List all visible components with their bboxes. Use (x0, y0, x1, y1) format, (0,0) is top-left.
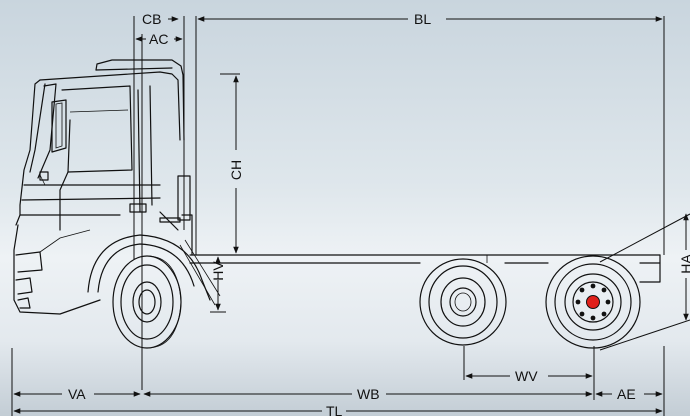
rear-axle-hub (586, 295, 600, 309)
truck-drawing (13, 59, 661, 349)
label-tl: TL (326, 403, 343, 416)
label-hv: HV (210, 261, 226, 281)
label-ae: AE (617, 386, 636, 402)
label-wv: WV (515, 368, 538, 384)
dimension-labels: CB BL AC CH HV HA VA WB WV AE TL (68, 11, 690, 416)
rear-wheel (545, 255, 641, 349)
label-wb: WB (357, 386, 380, 402)
middle-wheel (419, 258, 507, 346)
dimension-lines (11, 16, 690, 416)
label-ha: HA (678, 254, 690, 274)
front-fender (87, 234, 221, 306)
chassis-frame (189, 254, 661, 283)
label-ac: AC (149, 31, 168, 47)
wheel-studs (575, 283, 611, 321)
label-va: VA (68, 386, 86, 402)
label-ch: CH (228, 160, 244, 180)
label-bl: BL (414, 11, 431, 27)
front-wheel (112, 255, 182, 349)
cab-body (13, 59, 193, 315)
label-cb: CB (142, 11, 161, 27)
